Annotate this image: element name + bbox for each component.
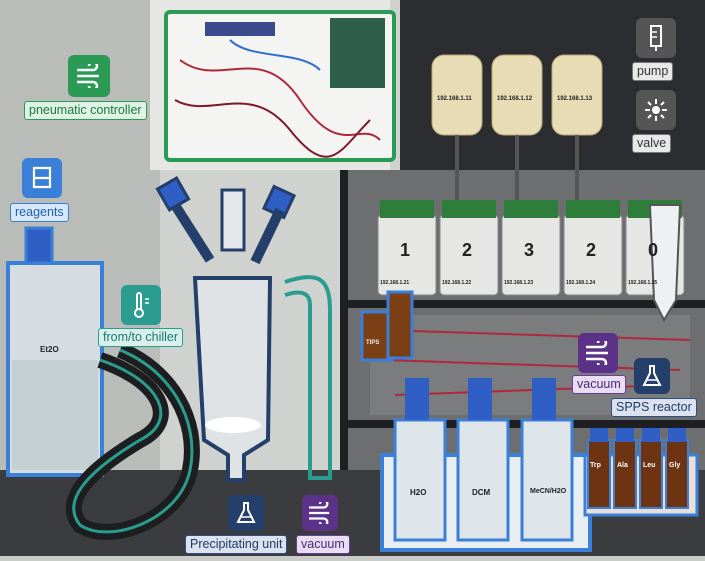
valve-number-1: 1 [400,240,411,260]
valve-ip-1: 192.168.1.21 [380,280,410,286]
valve-ip-5: 192.168.1.25 [628,280,658,286]
vacuum-label-right: vacuum [572,375,626,394]
valve-number-3: 3 [524,240,535,260]
vacuum-icon [578,333,618,373]
valve-ip-4: 192.168.1.24 [566,280,596,286]
amino-bottle-1: Trp [590,462,601,469]
precip-label: Precipitating unit [185,535,288,554]
beaker-icon [22,158,62,198]
pump-icon [636,18,676,58]
tips-bottle-label: TIPS [366,340,380,346]
pump-ip-2: 192.168.1.12 [497,96,533,102]
vacuum-label-bottom: vacuum [296,535,350,554]
spps-label: SPPS reactor [611,398,697,417]
pump-label: pump [632,62,674,81]
flask-icon-spps [634,358,670,394]
mecn-bottle-label: MeCN/H2O [530,488,567,495]
valve-icon [636,90,676,130]
valve-label: valve [632,134,672,153]
valve-number-5: 0 [648,240,659,260]
thermometer-icon [121,285,161,325]
chiller-label: from/to chiller [98,328,184,347]
reagents-label: reagents [10,203,69,222]
pump-ip-3: 192.168.1.13 [557,96,593,102]
h2o-bottle-label: H2O [410,488,427,497]
dcm-bottle-label: DCM [472,488,491,497]
pneumatic-icon [68,55,110,97]
amino-bottle-4: Gly [669,462,681,469]
valve-number-2: 2 [462,240,473,260]
valve-number-4: 2 [586,240,597,260]
vacuum-icon-bottom [302,495,338,531]
flask-icon-precip [228,495,264,531]
amino-bottle-2: Ala [617,462,628,469]
pump-ip-1: 192.168.1.11 [437,96,472,102]
pneumatic-label: pneumatic controller [24,101,147,120]
valve-ip-3: 192.168.1.23 [504,280,534,286]
et2o-bottle-label: Et2O [40,345,59,354]
amino-bottle-3: Leu [643,462,656,469]
valve-ip-2: 192.168.1.22 [442,280,472,286]
